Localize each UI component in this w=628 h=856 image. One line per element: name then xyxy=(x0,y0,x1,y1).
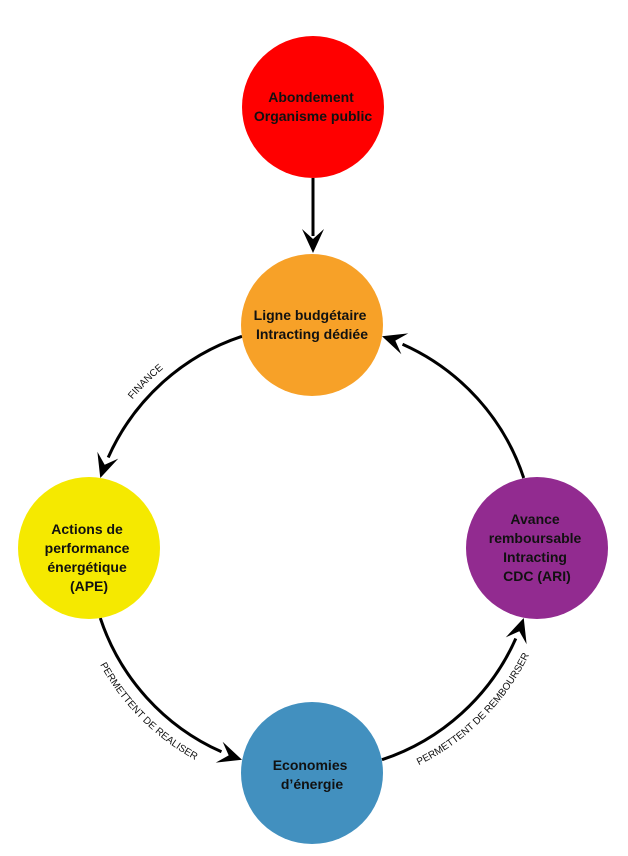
node-economies-energie: Economies d’énergie xyxy=(241,702,383,844)
nodes: Abondement Organisme public Ligne budgét… xyxy=(18,36,608,844)
edge-line xyxy=(381,637,518,762)
node-avance-remboursable-ari: Avance remboursable Intracting CDC (ARI) xyxy=(466,477,608,619)
arrowhead-icon xyxy=(302,229,324,253)
edge-label-permettent-de-realiser: PERMETTENT DE REALISER xyxy=(97,661,199,763)
node-circle xyxy=(466,477,608,619)
edge-abondement-to-ligne xyxy=(302,178,324,253)
edge-ari-to-ligne xyxy=(382,333,526,479)
node-circle xyxy=(242,36,384,178)
node-label: Abondement Organisme public xyxy=(254,89,372,124)
arrowhead-icon xyxy=(382,333,409,355)
node-circle xyxy=(241,702,383,844)
node-circle xyxy=(241,254,383,396)
node-label: Economies d’énergie xyxy=(273,757,352,792)
edge-line xyxy=(401,342,526,479)
arrowhead-icon xyxy=(215,741,242,763)
node-circle xyxy=(18,477,160,619)
edge-ligne-to-ape: FINANCE xyxy=(97,334,243,478)
node-abondement-organisme-public: Abondement Organisme public xyxy=(242,36,384,178)
node-label: Actions de performance énergétique (APE) xyxy=(45,521,134,594)
edge-line xyxy=(98,617,223,754)
edge-economies-to-ari: PERMETTENT DE REMBOURSER xyxy=(381,618,532,768)
edge-label-permettent-de-rembourser: PERMETTENT DE REMBOURSER xyxy=(415,651,532,768)
node-label: Ligne budgétaire Intracting dédiée xyxy=(254,307,371,342)
edge-ape-to-economies: PERMETTENT DE REALISER xyxy=(97,617,242,763)
node-ligne-budgetaire: Ligne budgétaire Intracting dédiée xyxy=(241,254,383,396)
arrowhead-icon xyxy=(97,451,119,478)
arrowhead-icon xyxy=(505,618,527,645)
edge-line xyxy=(106,334,243,459)
edge-label-finance: FINANCE xyxy=(126,362,165,401)
node-actions-performance-energetique: Actions de performance énergétique (APE) xyxy=(18,477,160,619)
node-label: Avance remboursable Intracting CDC (ARI) xyxy=(489,511,585,584)
